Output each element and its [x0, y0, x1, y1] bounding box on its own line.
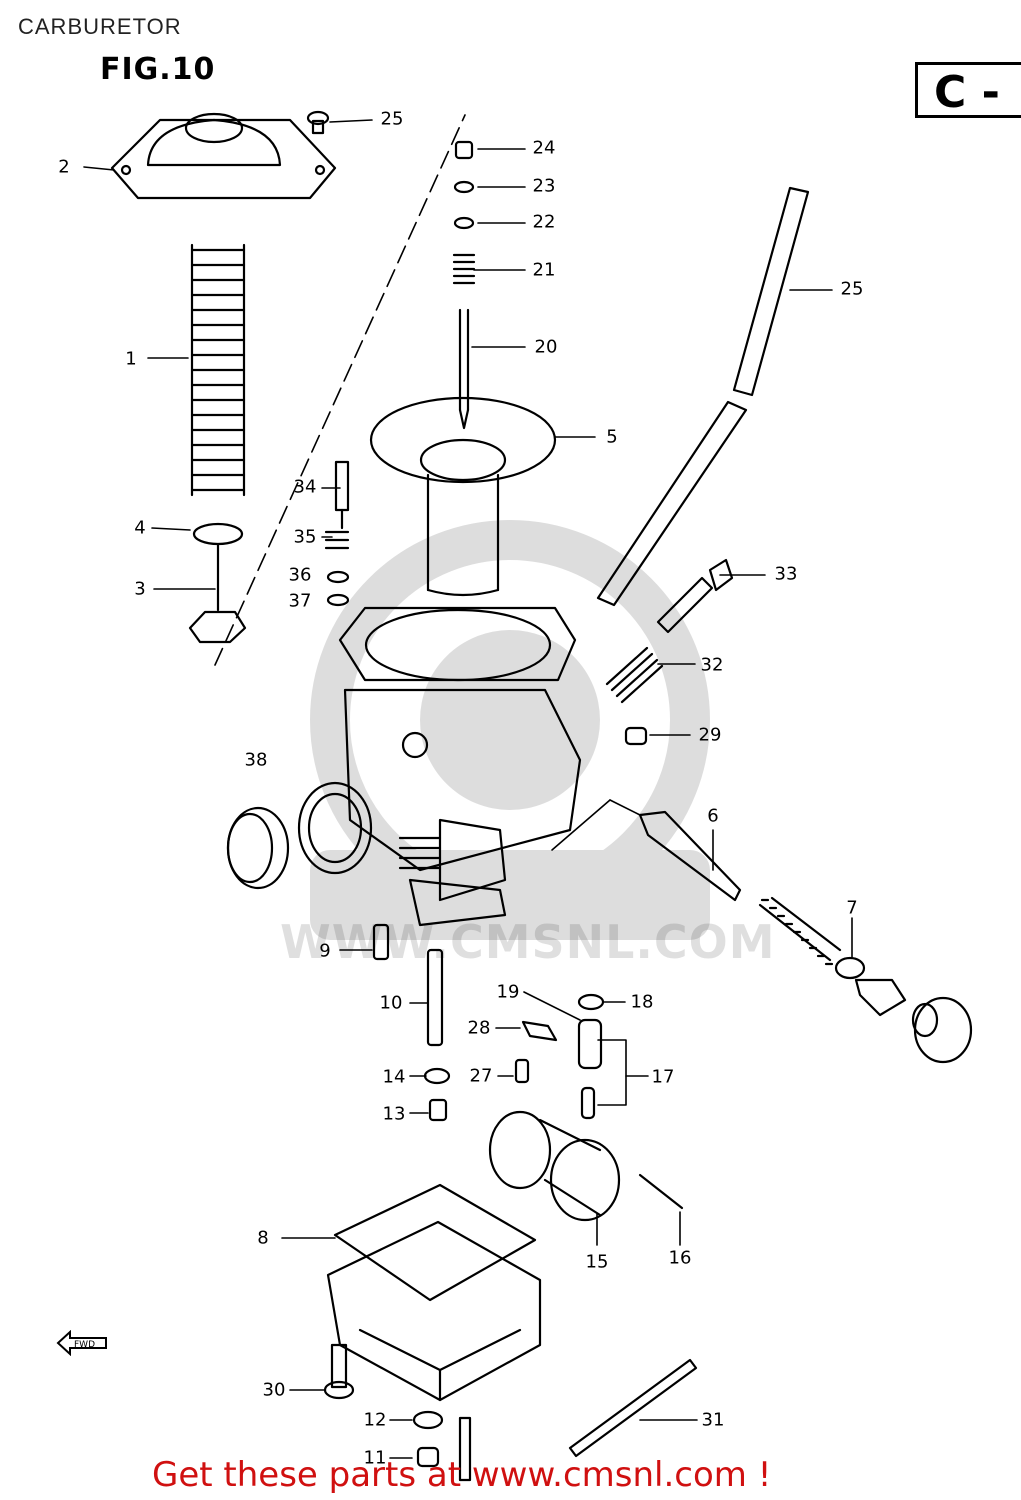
callout-21: 21: [532, 259, 556, 281]
vent-tube-25: [596, 186, 810, 607]
section-code: C -: [934, 67, 1000, 118]
callout-24: 24: [532, 137, 556, 159]
starter-plunger: [638, 810, 973, 1064]
callout-4: 4: [134, 517, 146, 539]
callout-28: 28: [467, 1017, 491, 1039]
callout-34: 34: [293, 476, 317, 498]
callout-16: 16: [668, 1247, 692, 1269]
callout-32: 32: [700, 654, 724, 676]
drain-parts: [323, 1343, 444, 1468]
throttle-stop-screw-33: [656, 558, 734, 634]
forward-arrow-icon: FWD: [56, 1330, 107, 1356]
leader-lines: [83, 114, 853, 1459]
float-bowl-8: [326, 1183, 542, 1402]
callout-36: 36: [288, 564, 312, 586]
callout-27: 27: [469, 1065, 493, 1087]
callout-14: 14: [382, 1066, 406, 1088]
plug-29: [624, 726, 648, 746]
callout-8: 8: [257, 1227, 269, 1249]
carburetor-body: [297, 606, 582, 927]
jets: [372, 923, 451, 1122]
cap-38: [226, 806, 290, 890]
callout-38: 38: [244, 749, 268, 771]
screw-25: [306, 110, 330, 135]
callout-25: 25: [840, 278, 864, 300]
callout-3: 3: [134, 578, 146, 600]
callout-23: 23: [532, 175, 556, 197]
callout-12: 12: [363, 1409, 387, 1431]
callout-30: 30: [262, 1379, 286, 1401]
callout-10: 10: [379, 992, 403, 1014]
fwd-label: FWD: [74, 1340, 95, 1350]
jet-needle-assembly: [452, 140, 476, 430]
diaphragm-piston: [369, 396, 557, 597]
carburetor-top-cap: [110, 112, 337, 200]
section-code-box: C -: [915, 62, 1021, 118]
callout-1: 1: [125, 348, 137, 370]
cmsnl-watermark-logo: [310, 520, 710, 940]
callout-2: 2: [58, 156, 70, 178]
callout-13: 13: [382, 1103, 406, 1125]
callout-15: 15: [585, 1251, 609, 1273]
callout-19: 19: [496, 981, 520, 1003]
callout-17: 17: [651, 1066, 675, 1088]
callout-25: 25: [380, 108, 404, 130]
callout-5: 5: [606, 426, 618, 448]
float-15: [488, 1110, 684, 1222]
pilot-screw-assembly: [324, 460, 350, 607]
page-title: CARBURETOR: [18, 14, 182, 39]
footer-link[interactable]: Get these parts at www.cmsnl.com !: [152, 1455, 772, 1495]
spring-32: [605, 646, 664, 704]
figure-label: FIG.10: [100, 52, 216, 87]
callout-7: 7: [846, 897, 858, 919]
callout-37: 37: [288, 590, 312, 612]
callout-35: 35: [293, 526, 317, 548]
callout-11: 11: [363, 1447, 387, 1469]
callout-18: 18: [630, 991, 654, 1013]
drain-hose-31: [458, 1358, 698, 1482]
watermark-text: WWW.CMSNL.COM: [280, 915, 776, 969]
ring-and-needle-retainer: [188, 522, 247, 644]
callout-6: 6: [707, 805, 719, 827]
callout-31: 31: [701, 1409, 725, 1431]
callout-20: 20: [534, 336, 558, 358]
float-valve-parts: [514, 993, 605, 1120]
callout-22: 22: [532, 211, 556, 233]
callout-33: 33: [774, 563, 798, 585]
callout-29: 29: [698, 724, 722, 746]
spring-1: [190, 243, 246, 497]
callout-9: 9: [319, 940, 331, 962]
